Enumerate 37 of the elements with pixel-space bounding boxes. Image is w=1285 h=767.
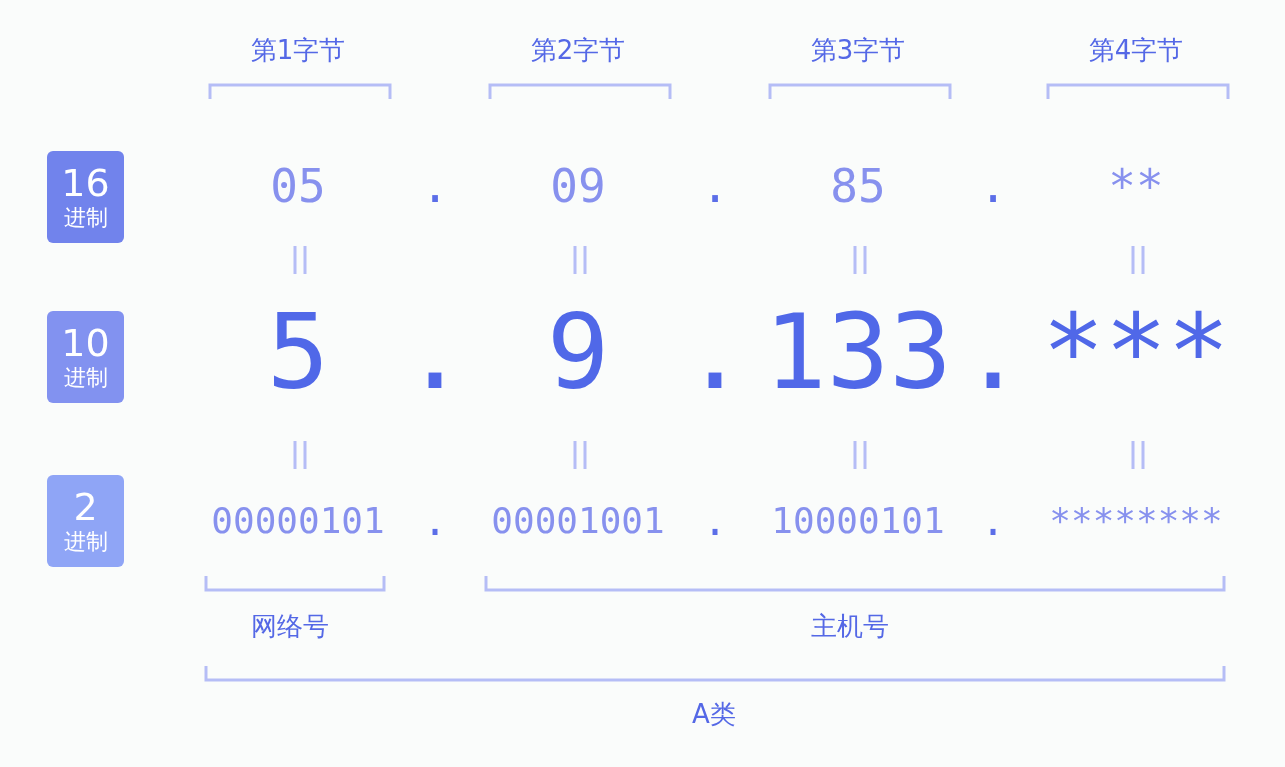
- base-badge: [47, 475, 124, 567]
- decimal-value: ***: [1042, 300, 1230, 404]
- dot-separator: .: [979, 163, 1007, 209]
- base-number: 2: [73, 486, 98, 528]
- dot-separator: .: [980, 501, 1006, 541]
- hex-value: 85: [830, 163, 886, 209]
- base-unit: 进制: [63, 204, 108, 232]
- binary-value: 10000101: [771, 503, 945, 539]
- dot-separator: .: [403, 300, 467, 404]
- decimal-value: 5: [266, 300, 330, 404]
- decimal-value: 133: [764, 300, 952, 404]
- base-number: 10: [61, 322, 110, 364]
- dot-separator: .: [702, 501, 728, 541]
- base-badge: [47, 311, 124, 403]
- byte-header: 第3字节: [810, 37, 906, 63]
- dot-separator: .: [701, 163, 729, 209]
- byte-header: 第2字节: [530, 37, 626, 63]
- binary-value: ********: [1049, 503, 1223, 539]
- base-badge: [47, 151, 124, 243]
- network-part-label: 网络号: [251, 613, 329, 639]
- dot-separator: .: [422, 501, 448, 541]
- base-number: 16: [61, 162, 110, 204]
- class-label: A类: [692, 701, 736, 727]
- base-unit: 进制: [63, 528, 108, 556]
- base-unit: 进制: [63, 364, 108, 392]
- binary-value: 00001001: [491, 503, 665, 539]
- hex-value: **: [1108, 163, 1164, 209]
- hex-value: 05: [270, 163, 326, 209]
- byte-header: 第4字节: [1088, 37, 1184, 63]
- dot-separator: .: [683, 300, 747, 404]
- host-part-label: 主机号: [811, 613, 889, 639]
- decimal-value: 9: [546, 300, 610, 404]
- hex-value: 09: [550, 163, 606, 209]
- byte-header: 第1字节: [250, 37, 346, 63]
- dot-separator: .: [961, 300, 1025, 404]
- binary-value: 00000101: [211, 503, 385, 539]
- dot-separator: .: [421, 163, 449, 209]
